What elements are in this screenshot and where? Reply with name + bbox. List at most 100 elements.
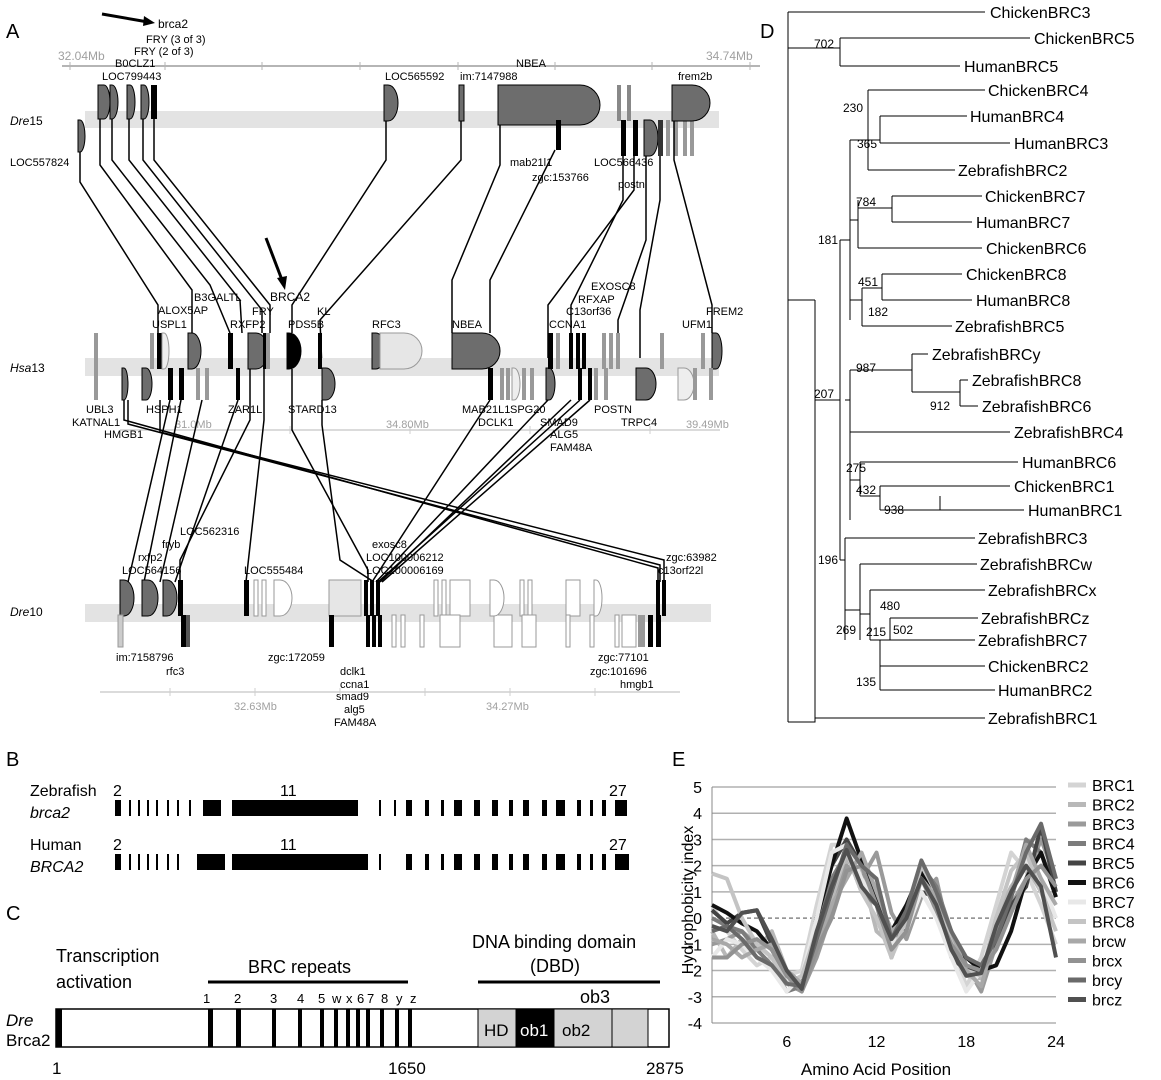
position-start: 1 <box>52 1059 61 1078</box>
repeat-label: 1 <box>203 991 210 1006</box>
dre15-gene-fry3: FRY (3 of 3) <box>146 34 206 46</box>
legend-label: BRC6 <box>1092 876 1135 893</box>
hsa13-gene-kl: KL <box>317 306 330 318</box>
dre10-gene-fam48a: FAM48A <box>334 717 377 729</box>
hd-domain <box>477 1008 517 1048</box>
bootstrap-label: 784 <box>856 195 876 209</box>
hsa13-gene-exosc8: EXOSC8 <box>591 281 636 293</box>
hsa13-gene-hsph1: HSPH1 <box>146 404 183 416</box>
hsa13-gene-brca2: BRCA2 <box>270 290 310 304</box>
hd-label: HD <box>484 1021 509 1040</box>
hsa13-gene-fry: FRY <box>252 306 274 318</box>
tree-taxa: ChickenBRC3 ChickenBRC5 HumanBRC5 Chicke… <box>932 5 1135 728</box>
dre10-gene-im7158796: im:7158796 <box>116 652 174 664</box>
bootstrap-label: 275 <box>846 461 866 475</box>
legend-label: BRC2 <box>1092 798 1135 815</box>
y-tick-label: 1 <box>693 885 702 902</box>
hsa13-gene-mab21l1: MAB21L1 <box>462 404 510 416</box>
hs-exon-mid: 11 <box>280 837 297 854</box>
series-line-brc8 <box>711 850 1058 986</box>
brca2-dre-arrowhead <box>143 16 155 26</box>
repeat-label: z <box>410 991 417 1006</box>
taxon-label: ZebrafishBRC2 <box>958 163 1067 180</box>
taxon-label: ZebrafishBRCw <box>980 557 1092 574</box>
hsa13-gene-spg20: SPG20 <box>510 404 545 416</box>
bootstrap-label: 135 <box>856 675 876 689</box>
brca2-dre-arrow <box>101 12 149 24</box>
bootstrap-label: 938 <box>884 503 904 517</box>
taxon-label: ZebrafishBRC6 <box>982 399 1091 416</box>
series-line-brcz <box>711 847 1058 991</box>
dre15-gene-frem2b: frem2b <box>678 71 712 83</box>
legend-label: brcz <box>1092 993 1122 1010</box>
y-tick-label: -4 <box>688 1016 702 1033</box>
taxon-label: ZebrafishBRCz <box>981 611 1089 628</box>
ob2-label: ob2 <box>562 1021 590 1040</box>
taxon-label: HumanBRC7 <box>976 215 1070 232</box>
hsa13-scale: 31.0Mb 34.80Mb 39.49Mb <box>120 419 729 434</box>
bootstrap-label: 432 <box>856 483 876 497</box>
dre10-scale: 32.63Mb 34.27Mb <box>100 688 680 713</box>
dre15-gene-b0clz1: B0CLZ1 <box>115 58 155 70</box>
hsa13-gene-rxfp2: RXFP2 <box>230 319 265 331</box>
bootstrap-label: 912 <box>930 399 950 413</box>
legend-label: BRC5 <box>1092 856 1135 873</box>
dre15-gene-blocks <box>77 84 711 157</box>
x-tick-label: 12 <box>868 1034 886 1051</box>
bootstrap-values: 702 230 365 181 784 451 182 987 912 207 … <box>814 37 950 689</box>
bootstrap-label: 451 <box>858 275 878 289</box>
dre15-scale: 32.04Mb 34.74Mb <box>58 49 760 70</box>
taxon-label: ChickenBRC6 <box>986 241 1087 258</box>
ob3-domain <box>611 1008 649 1048</box>
dre10-gene-rxfp2: rxfp2 <box>138 552 162 564</box>
transcription-activation-domain <box>56 1009 62 1047</box>
bootstrap-label: 181 <box>818 233 838 247</box>
dre10-gene-zgc63982: zgc:63982 <box>666 552 717 564</box>
legend-label: BRC4 <box>1092 837 1135 854</box>
transcription-label-2: activation <box>56 972 132 992</box>
hsa13-gene-blocks <box>94 332 723 401</box>
legend-label: brcx <box>1092 954 1122 971</box>
taxon-label: HumanBRC8 <box>976 293 1070 310</box>
protein-species: Dre <box>6 1011 33 1030</box>
panel-letter-d: D <box>760 21 774 43</box>
repeat-label: 4 <box>297 991 304 1006</box>
dbd-label-1: DNA binding domain <box>472 932 636 952</box>
panel-b-exon-structure: Zebrafish brca2 Human BRCA2 2 11 27 2 11… <box>30 783 629 876</box>
panel-c-domains: Transcription activation BRC repeats DNA… <box>6 932 684 1078</box>
ob2-domain <box>553 1008 613 1048</box>
taxon-label: ZebrafishBRC4 <box>1014 425 1123 442</box>
repeat-label: 7 <box>367 991 374 1006</box>
taxon-label: ZebrafishBRC1 <box>988 711 1097 728</box>
hsa13-gene-dclk1: DCLK1 <box>478 417 513 429</box>
brca2-hsa-arrowhead <box>277 276 287 290</box>
zebrafish-gene: brca2 <box>30 805 70 822</box>
y-tick-label: 4 <box>693 806 702 823</box>
dre10-gene-rfc3: rfc3 <box>166 666 184 678</box>
dre15-gene-zgc153766: zgc:153766 <box>532 172 589 184</box>
chart-legend: BRC1BRC2BRC3BRC4BRC5BRC6BRC7BRC8brcwbrcx… <box>1068 778 1135 1010</box>
human-label: Human <box>30 837 82 854</box>
hsa13-label: Hsa13 <box>10 361 45 375</box>
hsa13-scale-3: 39.49Mb <box>686 419 729 431</box>
hsa13-gene-uspl1: USPL1 <box>152 319 187 331</box>
zebrafish-label: Zebrafish <box>30 783 97 800</box>
legend-label: brcw <box>1092 934 1126 951</box>
hsa13-gene-alox5ap: ALOX5AP <box>158 305 208 317</box>
bootstrap-label: 182 <box>868 305 888 319</box>
transcription-label-1: Transcription <box>56 946 159 966</box>
bootstrap-label: 230 <box>843 101 863 115</box>
bootstrap-label: 987 <box>856 361 876 375</box>
y-tick-label: 2 <box>693 859 702 876</box>
bootstrap-label: 196 <box>818 553 838 567</box>
zf-exon-last: 27 <box>609 783 627 800</box>
hsa13-gene-postn: POSTN <box>594 404 632 416</box>
taxon-label: ChickenBRC8 <box>966 267 1067 284</box>
taxon-label: ChickenBRC2 <box>988 659 1089 676</box>
hsa13-gene-trpc4: TRPC4 <box>621 417 657 429</box>
taxon-label: HumanBRC1 <box>1028 503 1122 520</box>
y-tick-label: -3 <box>688 990 702 1007</box>
dre10-gene-loc555484: LOC555484 <box>244 565 303 577</box>
dre10-gene-alg5: alg5 <box>344 704 365 716</box>
